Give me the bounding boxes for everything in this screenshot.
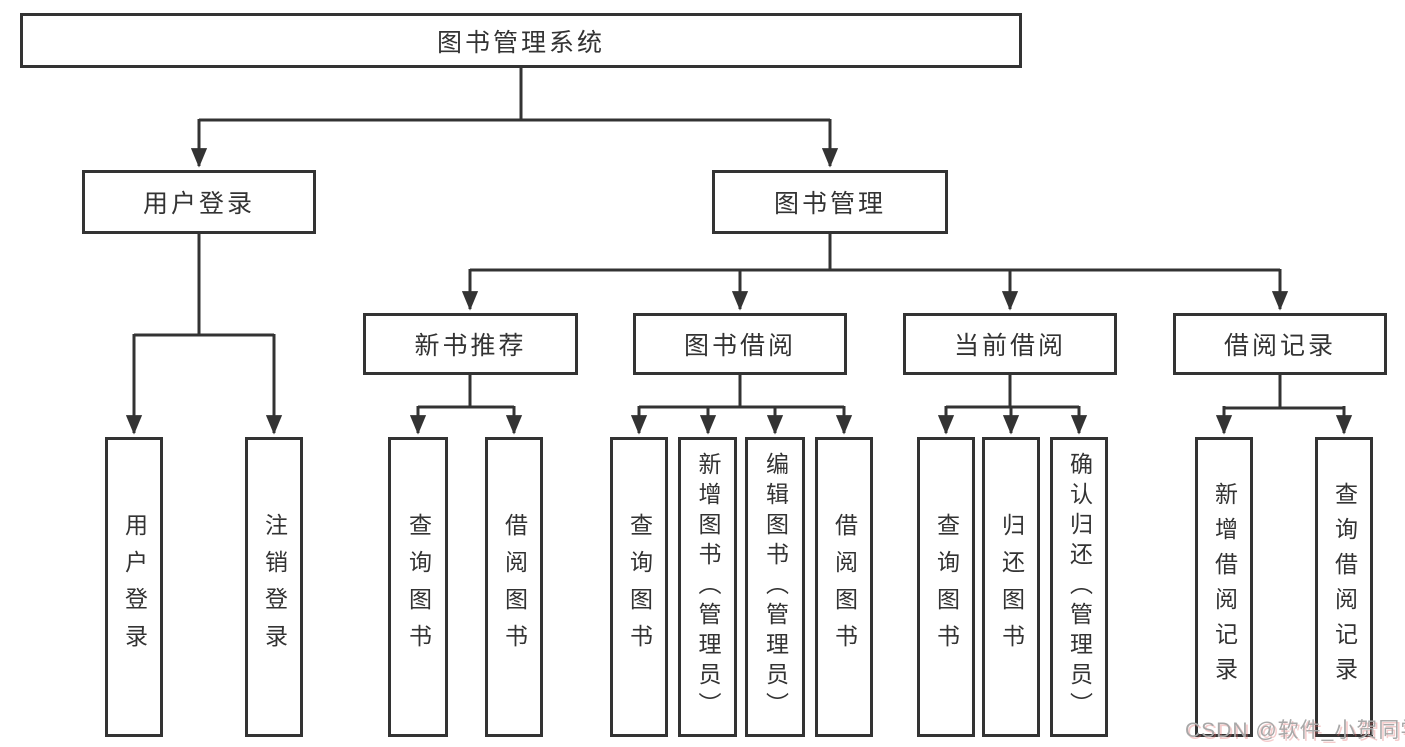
leaf-edit-books-admin: 编辑图书（管理员） [745,437,805,737]
node-user-login: 用户登录 [82,170,316,234]
node-label: 图书管理 [773,190,886,218]
leaf-label: 查询图书 [933,513,960,661]
leaf-label: 新增图书（管理员） [695,452,721,722]
leaf-query-books-recommend: 查询图书 [388,437,448,737]
leaf-label: 用户登录 [121,513,148,661]
node-current-borrow: 当前借阅 [903,313,1117,375]
node-library-management-system: 图书管理系统 [20,13,1022,68]
leaf-logout: 注销登录 [245,437,303,737]
node-label: 用户登录 [142,190,255,218]
node-borrow-records: 借阅记录 [1173,313,1387,375]
node-label: 新书推荐 [414,332,527,360]
csdn-watermark: CSDN @软件_小贺同学 [1185,719,1405,742]
leaf-query-books-borrow: 查询图书 [610,437,668,737]
leaf-label: 查询图书 [626,513,653,661]
leaf-label: 查询借阅记录 [1331,482,1358,692]
node-new-book-recommend: 新书推荐 [363,313,578,375]
node-book-borrow: 图书借阅 [633,313,847,375]
leaf-add-books-admin: 新增图书（管理员） [678,437,737,737]
leaf-add-borrow-record: 新增借阅记录 [1195,437,1253,737]
leaf-label: 查询图书 [405,513,432,661]
leaf-query-books-current: 查询图书 [917,437,975,737]
leaf-borrow-books: 借阅图书 [815,437,873,737]
leaf-label: 借阅图书 [501,513,528,661]
leaf-user-login: 用户登录 [105,437,163,737]
leaf-query-borrow-record: 查询借阅记录 [1315,437,1373,737]
node-label: 图书管理系统 [436,28,605,57]
leaf-label: 借阅图书 [831,513,858,661]
node-label: 借阅记录 [1223,332,1336,360]
leaf-confirm-return-admin: 确认归还（管理员） [1050,437,1108,737]
node-label: 图书借阅 [683,332,796,360]
leaf-label: 注销登录 [261,513,288,661]
node-label: 当前借阅 [953,332,1066,360]
leaf-label: 归还图书 [998,513,1025,661]
leaf-label: 新增借阅记录 [1211,482,1238,692]
leaf-return-books: 归还图书 [982,437,1040,737]
leaf-label: 确认归还（管理员） [1066,452,1093,722]
leaf-label: 编辑图书（管理员） [762,452,789,722]
leaf-borrow-books-recommend: 借阅图书 [485,437,543,737]
node-book-management: 图书管理 [712,170,948,234]
